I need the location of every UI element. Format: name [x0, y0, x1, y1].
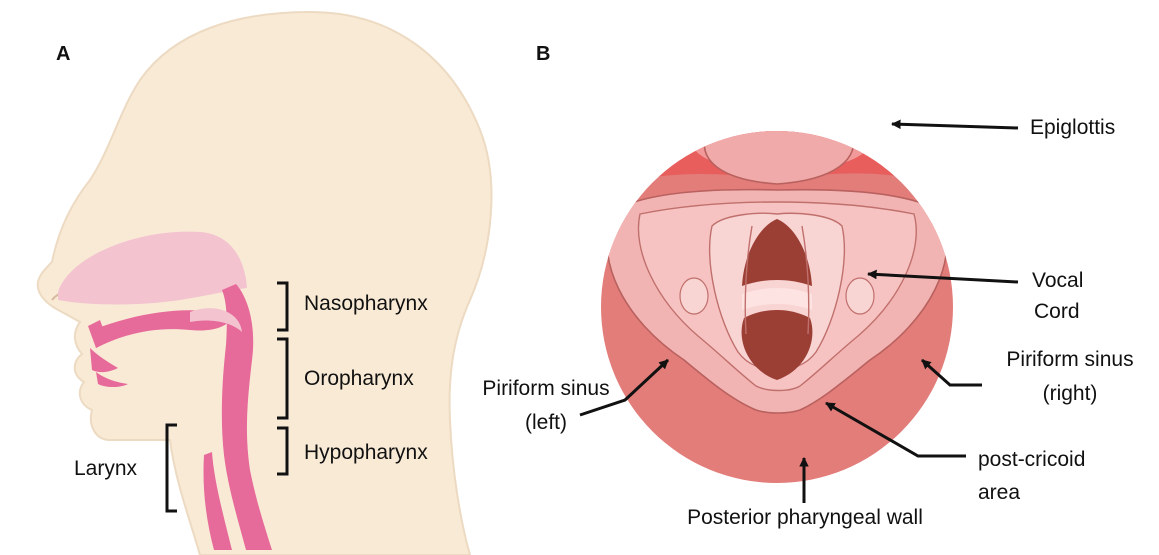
laryngoscopic-view	[600, 116, 960, 483]
arrow-epiglottis	[892, 124, 1018, 128]
panel-label-b: B	[536, 41, 550, 67]
label-hypopharynx: Hypopharynx	[304, 440, 428, 466]
label-vocal-cord-line1: Vocal	[1032, 268, 1083, 294]
label-nasopharynx: Nasopharynx	[304, 291, 428, 317]
label-vocal-cord-line2: Cord	[1034, 299, 1080, 325]
panel-label-a: A	[56, 41, 70, 67]
label-post-cricoid-line1: post-cricoid	[978, 447, 1085, 473]
label-posterior-pharyngeal-wall: Posterior pharyngeal wall	[640, 505, 970, 531]
label-larynx: Larynx	[74, 456, 137, 482]
label-piriform-left-line2: (left)	[466, 410, 626, 436]
label-post-cricoid-line2: area	[978, 480, 1020, 506]
label-oropharynx: Oropharynx	[304, 366, 414, 392]
label-piriform-right-line2: (right)	[990, 381, 1150, 407]
label-piriform-right-line1: Piriform sinus	[990, 347, 1150, 373]
label-epiglottis: Epiglottis	[1030, 115, 1115, 141]
label-piriform-left-line1: Piriform sinus	[466, 376, 626, 402]
